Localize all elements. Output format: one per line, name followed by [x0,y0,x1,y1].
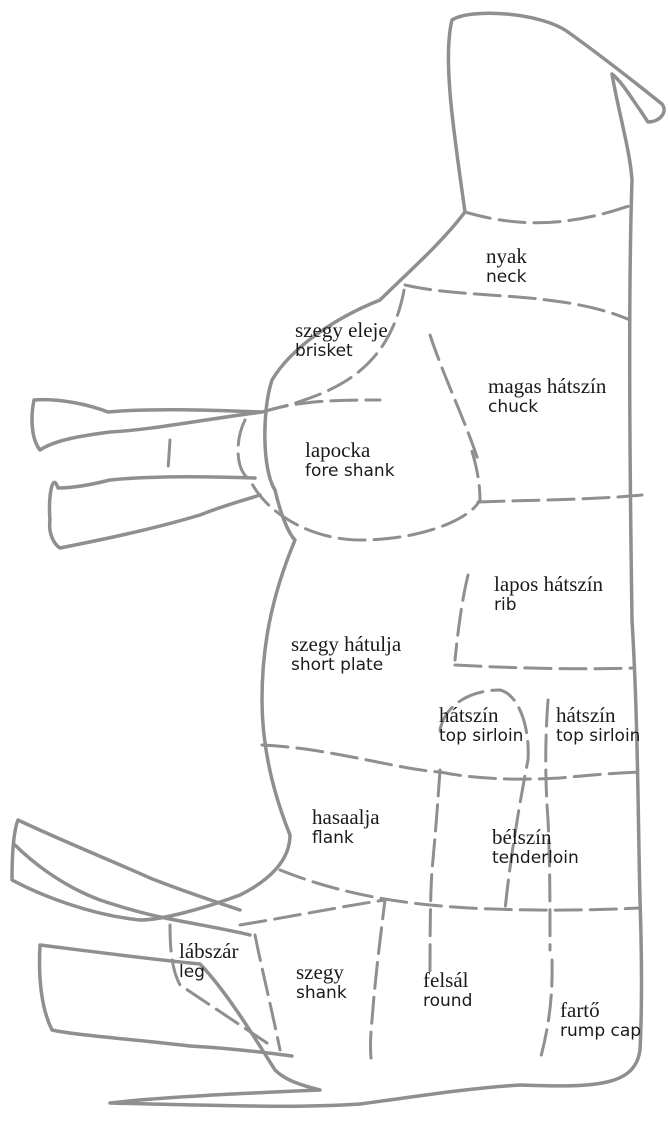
front-leg-upper [32,400,262,450]
label-chuck: magas hátszín chuck [488,374,606,418]
cut-line [478,495,642,502]
cut-name-hu: szegy eleje [295,318,388,342]
cut-name-hu: szegy hátulja [291,632,401,656]
cut-line [262,400,380,412]
label-leg: lábszár leg [179,939,238,983]
cut-name-en: rump cap [560,1022,641,1042]
cut-line [455,665,632,669]
label-tenderloin: bélszín tenderloin [492,825,579,869]
cut-name-en: chuck [488,398,606,418]
cut-name-en: leg [179,963,238,983]
cut-line [405,285,630,320]
body-outline [40,13,665,1106]
cut-name-en: round [423,992,472,1012]
cut-name-hu: lapocka [305,438,395,462]
cut-line [280,870,640,910]
cut-name-en: top sirloin [556,727,640,747]
label-neck: nyak neck [486,244,527,288]
cut-line [430,770,440,975]
cut-name-en: fore shank [305,462,395,482]
cut-name-en: shank [296,984,347,1004]
cut-name-hu: nyak [486,244,527,268]
label-round: felsál round [423,968,472,1012]
front-leg-lower [49,477,260,548]
cut-line [465,205,632,223]
cut-name-en: tenderloin [492,849,579,869]
cut-line [255,935,280,1050]
cut-name-hu: magas hátszín [488,374,606,398]
cut-name-en: brisket [295,342,388,362]
label-rump-cap: fartő rump cap [560,998,641,1042]
cut-name-hu: fartő [560,998,641,1022]
cut-name-hu: hátszín [439,703,523,727]
cut-name-hu: hátszín [556,703,640,727]
label-short-plate: szegy hátulja short plate [291,632,401,676]
cut-line [262,745,640,779]
cut-name-hu: lapos hátszín [494,572,603,596]
label-rib: lapos hátszín rib [494,572,603,616]
cut-name-hu: bélszín [492,825,579,849]
cut-name-en: short plate [291,656,401,676]
belly-outline [12,212,465,920]
label-top-sirloin-right: hátszín top sirloin [556,703,640,747]
cut-name-en: neck [486,268,527,288]
label-top-sirloin-left: hátszín top sirloin [439,703,523,747]
cut-line [540,960,552,1060]
cut-name-en: flank [312,829,380,849]
label-fore-shank: lapocka fore shank [305,438,395,482]
cut-name-hu: szegy [296,960,347,984]
cut-name-hu: felsál [423,968,472,992]
cut-name-hu: hasaalja [312,805,380,829]
cut-name-en: top sirloin [439,727,523,747]
cut-name-en: rib [494,596,603,616]
cut-line [455,575,468,660]
label-brisket: szegy eleje brisket [295,318,388,362]
cut-line [168,440,170,470]
cut-name-hu: lábszár [179,939,238,963]
hind-leg-outline [15,845,250,935]
label-shank: szegy shank [296,960,347,1004]
label-flank: hasaalja flank [312,805,380,849]
cut-line [430,335,478,460]
